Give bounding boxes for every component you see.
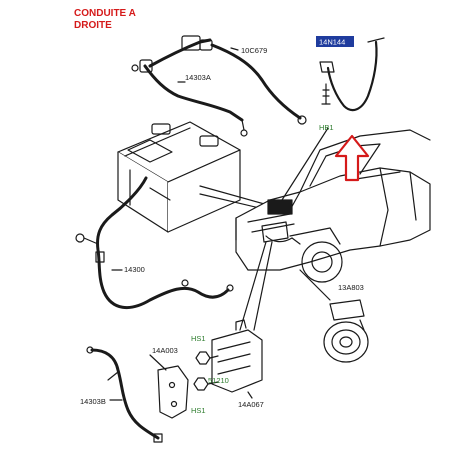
label-hs1-bottom: HS1 [191, 406, 206, 415]
label-51210: 51210 [208, 376, 229, 385]
leader-14N144 [281, 127, 329, 201]
vehicle [235, 129, 431, 283]
leader-fuse-box [239, 241, 267, 331]
cable-10C679 [148, 35, 307, 125]
cable-14N144 [319, 37, 385, 112]
label-10C679: 10C679 [241, 46, 267, 55]
horn-13A803 [323, 299, 369, 363]
cable-14303A [131, 59, 248, 137]
bolt-hs1-bottom [193, 377, 219, 391]
label-hs1-top: HS1 [191, 334, 206, 343]
label-14303A: 14303A [185, 73, 211, 82]
cable-14300 [75, 176, 234, 309]
leader-battery [199, 185, 269, 206]
fuse-box-14A067 [211, 319, 263, 399]
label-14303B: 14303B [80, 397, 106, 406]
red-arrow-icon [334, 134, 370, 182]
note-line-2: DROITE [74, 20, 112, 31]
leader-fuse-box-2 [253, 241, 273, 331]
label-14N144: 14N144 [319, 38, 345, 47]
label-14A003: 14A003 [152, 346, 178, 355]
label-hb1: HB1 [319, 123, 334, 132]
drive-side-note: CONDUITE A DROITE [74, 8, 136, 32]
leader-horn [299, 269, 331, 301]
bracket-14A003 [149, 354, 189, 419]
cable-14303B [86, 346, 163, 443]
label-14A067: 14A067 [238, 400, 264, 409]
battery [117, 121, 241, 233]
label-13A803: 13A803 [338, 283, 364, 292]
bolt-hs1-top [195, 351, 219, 365]
note-line-1: CONDUITE A [74, 8, 136, 19]
highlight-box-14N144 [316, 36, 354, 47]
label-14300: 14300 [124, 265, 145, 274]
